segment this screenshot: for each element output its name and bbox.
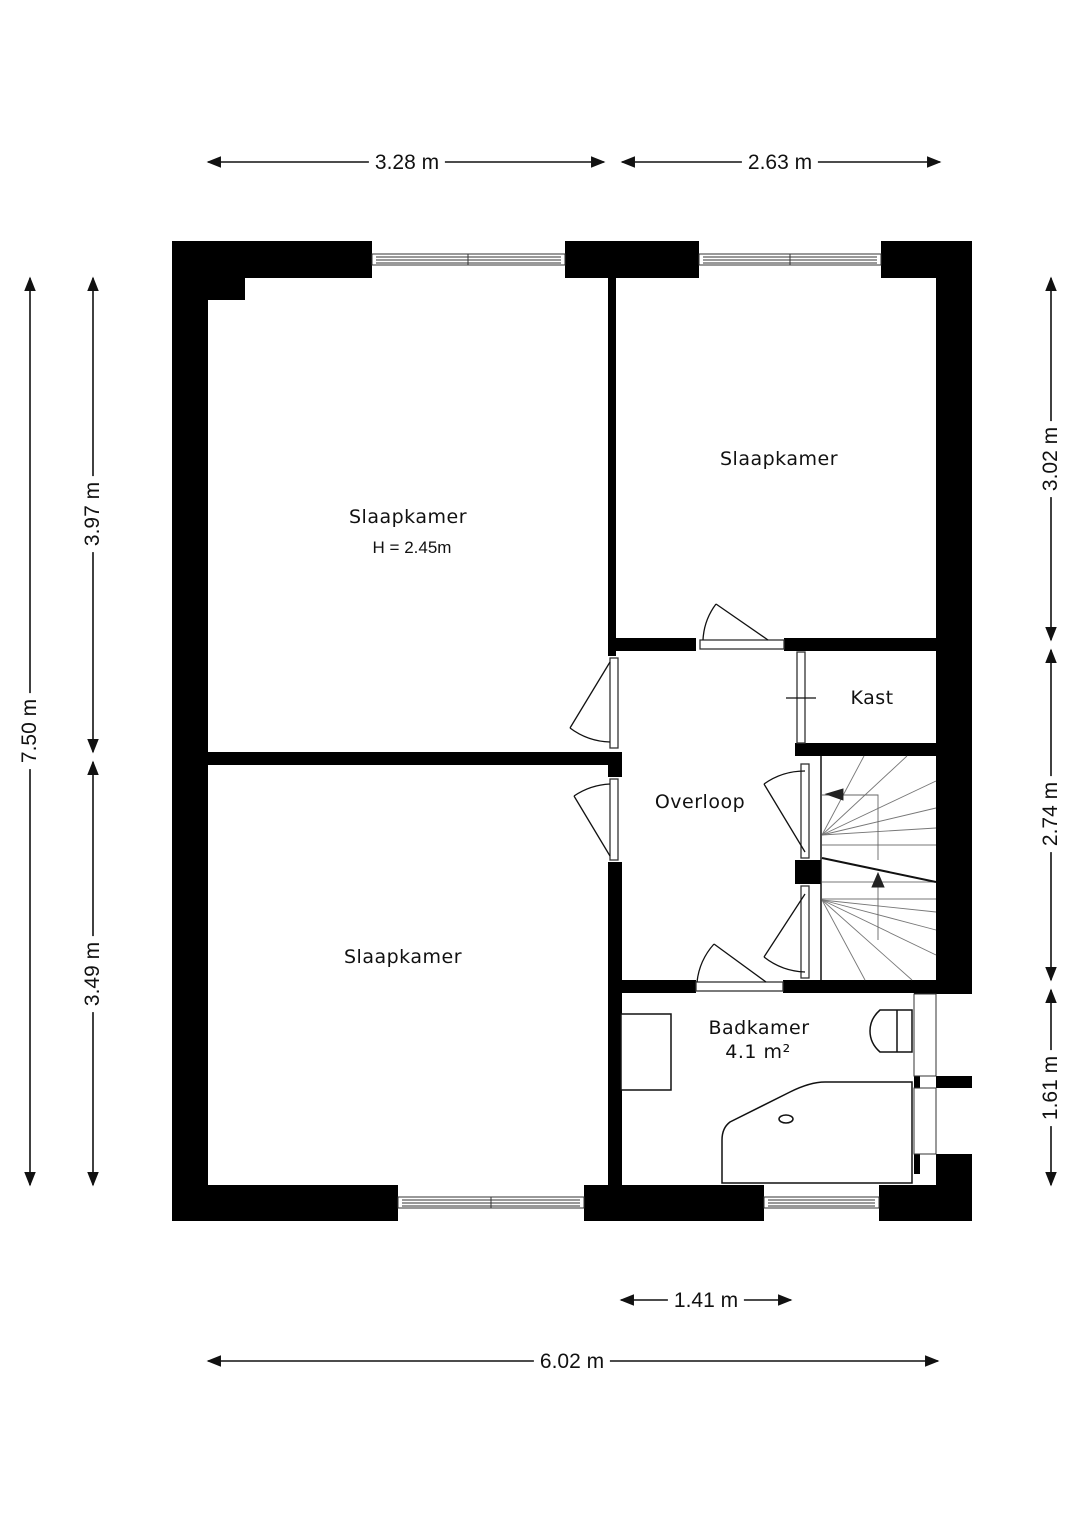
windows	[371, 253, 937, 1209]
dimension-bottom-bathroom: 1.41 m	[667, 1289, 745, 1313]
doors	[569, 603, 816, 992]
dimension-left-total: 7.50 m	[18, 692, 42, 770]
room-label-bedroom-1: Slaapkamer	[348, 506, 468, 528]
room-label-bedroom-2: Slaapkamer	[719, 448, 839, 470]
dimension-bottom-total: 6.02 m	[533, 1350, 611, 1374]
dimension-right-lower: 1.61 m	[1039, 1049, 1063, 1127]
room-label-bedroom-3: Slaapkamer	[343, 946, 463, 968]
bathroom-fixtures	[620, 1009, 913, 1184]
walls	[172, 241, 972, 1221]
bathroom-area-label: 4.1 m²	[725, 1041, 791, 1063]
dimension-top-right: 2.63 m	[741, 151, 819, 175]
dimension-right-middle: 2.74 m	[1039, 775, 1063, 853]
staircase	[820, 755, 937, 981]
room-label-landing: Overloop	[654, 791, 746, 813]
room-label-bathroom: Badkamer	[708, 1017, 810, 1039]
room-label-closet: Kast	[850, 687, 894, 709]
dimension-right-upper: 3.02 m	[1039, 420, 1063, 498]
dimension-left-upper: 3.97 m	[81, 475, 105, 553]
dimension-left-lower: 3.49 m	[81, 935, 105, 1013]
dimension-top-left: 3.28 m	[368, 151, 446, 175]
ceiling-height-label: H = 2.45m	[372, 538, 452, 557]
